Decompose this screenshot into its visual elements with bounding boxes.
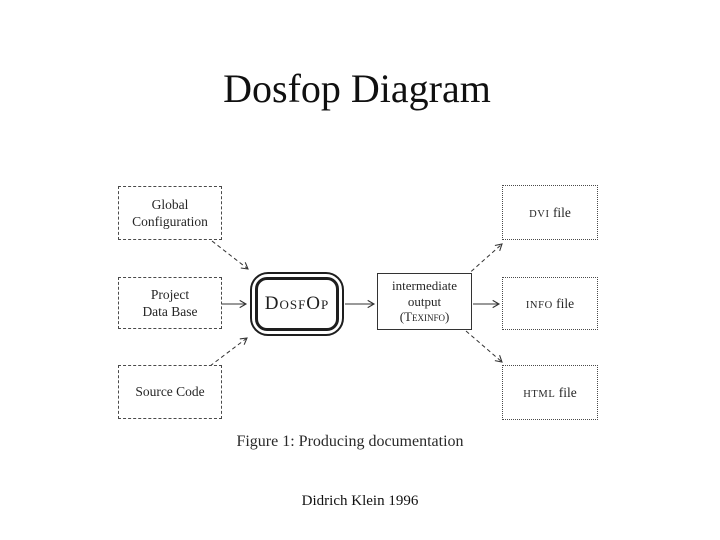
- arrow-intermediate-to-html: [465, 330, 503, 363]
- node-global-configuration-line2: Configuration: [132, 214, 208, 229]
- html-acronym: HTML: [523, 388, 556, 400]
- node-html-file-label: HTML file: [523, 384, 577, 401]
- dvi-acronym: DVI: [529, 208, 550, 220]
- node-intermediate-output: intermediate output (Texinfo): [377, 273, 472, 330]
- node-project-data-base-line1: Project: [150, 286, 190, 302]
- node-source-code: Source Code: [118, 365, 222, 419]
- node-source-code-label: Source Code: [135, 384, 205, 400]
- arrow-global-config-to-dosfop: [211, 240, 249, 270]
- node-info-file: INFO file: [502, 277, 598, 330]
- arrow-intermediate-to-dvi: [465, 243, 503, 277]
- node-intermediate-line1: intermediate: [392, 278, 457, 294]
- node-project-data-base-line2: Data Base: [142, 304, 198, 319]
- node-dosfop-label: DosfOp: [255, 277, 339, 331]
- node-dosfop: DosfOp: [250, 272, 344, 336]
- node-project-data-base: Project Data Base: [118, 277, 222, 329]
- info-acronym: INFO: [525, 299, 553, 311]
- node-intermediate-line3: (Texinfo): [399, 309, 450, 325]
- arrow-source-code-to-dosfop: [209, 337, 248, 367]
- node-info-file-label: INFO file: [526, 295, 574, 312]
- info-rest: file: [552, 295, 575, 311]
- figure-caption: Figure 1: Producing documentation: [236, 433, 464, 450]
- node-dvi-file: DVI file: [502, 185, 598, 240]
- node-dvi-file-label: DVI file: [529, 204, 571, 221]
- node-html-file: HTML file: [502, 365, 598, 420]
- node-global-configuration-line1: Global: [151, 196, 189, 212]
- page-title: Dosfop Diagram: [223, 66, 491, 111]
- node-global-configuration: Global Configuration: [118, 186, 222, 240]
- node-intermediate-line2: output: [407, 293, 442, 309]
- html-rest: file: [555, 384, 577, 400]
- dvi-rest: file: [549, 204, 571, 220]
- credit-line: Didrich Klein 1996: [301, 493, 419, 509]
